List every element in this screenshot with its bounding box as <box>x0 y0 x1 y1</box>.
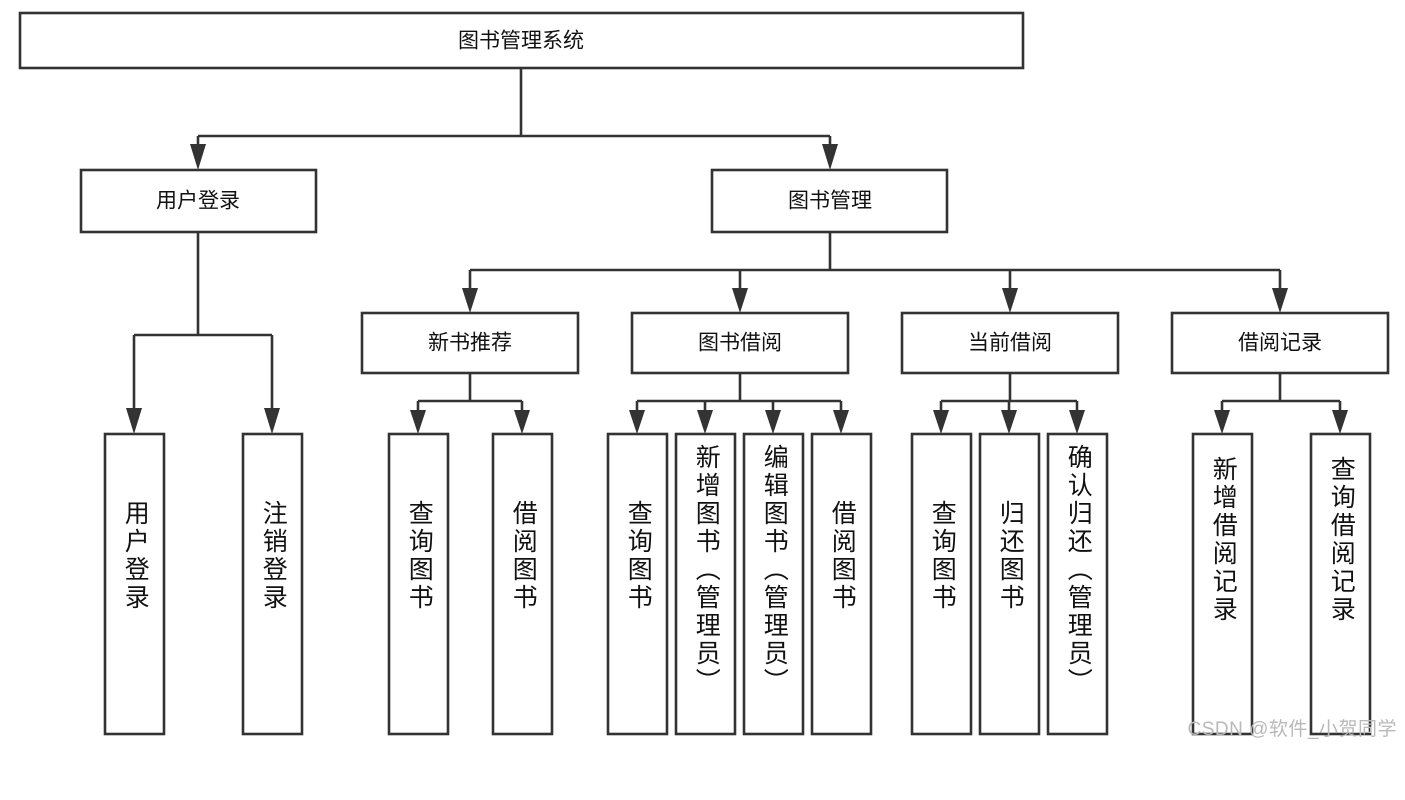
connector-group-bookborrow-to-leaves <box>629 373 849 434</box>
leaf-box-current-borrow-1[interactable] <box>910 432 973 736</box>
node-user-login[interactable]: 用户登录 <box>79 168 318 234</box>
leaf-box-borrow-record-2[interactable] <box>1309 432 1372 736</box>
node-user-login-label: 用户登录 <box>156 190 240 213</box>
node-book-management-label: 图书管理 <box>788 190 872 213</box>
connector-group-currentborrow-to-leaves <box>933 373 1085 434</box>
leaf-box-book-borrow-1[interactable] <box>606 432 669 736</box>
arrowhead-icon <box>629 410 645 434</box>
leaf-boxes-user-login <box>103 432 304 736</box>
node-new-book-recommend-label: 新书推荐 <box>428 332 512 355</box>
arrowhead-icon <box>410 410 426 434</box>
arrowhead-icon <box>1069 410 1085 434</box>
leaf-box-book-borrow-2[interactable] <box>674 432 737 736</box>
node-root-box[interactable] <box>18 11 1025 70</box>
leaf-box-user-login-1[interactable] <box>103 432 166 736</box>
arrowhead-icon <box>822 144 838 170</box>
leaf-box-current-borrow-3[interactable] <box>1046 432 1109 736</box>
arrowhead-icon <box>126 408 142 434</box>
node-borrow-record-label: 借阅记录 <box>1238 332 1322 355</box>
node-book-borrow[interactable]: 图书借阅 <box>630 311 850 375</box>
leaf-boxes-borrow-record <box>1191 432 1372 736</box>
arrowhead-icon <box>190 144 206 170</box>
connector-group-newbook-to-leaves <box>410 373 530 434</box>
arrowhead-icon <box>264 408 280 434</box>
node-book-management[interactable]: 图书管理 <box>710 168 949 234</box>
leaf-box-user-login-2[interactable] <box>241 432 304 736</box>
node-new-book-recommend[interactable]: 新书推荐 <box>360 311 580 375</box>
node-borrow-record-box[interactable] <box>1170 311 1390 375</box>
leaf-box-current-borrow-2[interactable] <box>978 432 1041 736</box>
arrowhead-icon <box>1332 410 1348 434</box>
diagram-canvas: 图书管理系统 用户登录 图书管理 新书推荐 图书借阅 当前借阅 借阅记录 <box>18 11 1390 736</box>
hierarchy-diagram: 图书管理系统 用户登录 图书管理 新书推荐 图书借阅 当前借阅 借阅记录 <box>18 11 1397 740</box>
leaf-boxes-book-borrow <box>606 432 873 736</box>
connector-group-bookmgmt-to-level3 <box>462 232 1288 313</box>
arrowhead-icon <box>1002 288 1018 313</box>
node-current-borrow-label: 当前借阅 <box>968 332 1052 355</box>
arrowhead-icon <box>732 288 748 313</box>
connector-group-userlogin-to-leaves <box>126 232 280 434</box>
arrowhead-icon <box>1272 288 1288 313</box>
connector-group-root-to-level2 <box>190 68 838 170</box>
arrowhead-icon <box>933 410 949 434</box>
node-current-borrow-box[interactable] <box>900 311 1120 375</box>
watermark: CSDN @软件_小贺同学 <box>1187 719 1397 740</box>
node-root-label: 图书管理系统 <box>458 30 584 53</box>
node-book-management-box[interactable] <box>710 168 949 234</box>
leaf-boxes-current-borrow <box>910 432 1109 736</box>
node-user-login-box[interactable] <box>79 168 318 234</box>
leaf-boxes-new-book-recommend <box>387 432 554 736</box>
arrowhead-icon <box>765 410 781 434</box>
leaf-box-borrow-record-1[interactable] <box>1191 432 1254 736</box>
leaf-box-new-book-2[interactable] <box>491 432 554 736</box>
leaf-box-book-borrow-4[interactable] <box>810 432 873 736</box>
node-book-borrow-box[interactable] <box>630 311 850 375</box>
node-root[interactable]: 图书管理系统 <box>18 11 1025 70</box>
arrowhead-icon <box>833 410 849 434</box>
node-new-book-recommend-box[interactable] <box>360 311 580 375</box>
node-borrow-record[interactable]: 借阅记录 <box>1170 311 1390 375</box>
node-book-borrow-label: 图书借阅 <box>698 332 782 355</box>
leaf-box-book-borrow-3[interactable] <box>742 432 805 736</box>
arrowhead-icon <box>697 410 713 434</box>
leaf-box-new-book-1[interactable] <box>387 432 450 736</box>
arrowhead-icon <box>1001 410 1017 434</box>
connector-group-borrowrecord-to-leaves <box>1214 373 1348 434</box>
arrowhead-icon <box>462 288 478 313</box>
arrowhead-icon <box>1214 410 1230 434</box>
arrowhead-icon <box>514 410 530 434</box>
node-current-borrow[interactable]: 当前借阅 <box>900 311 1120 375</box>
